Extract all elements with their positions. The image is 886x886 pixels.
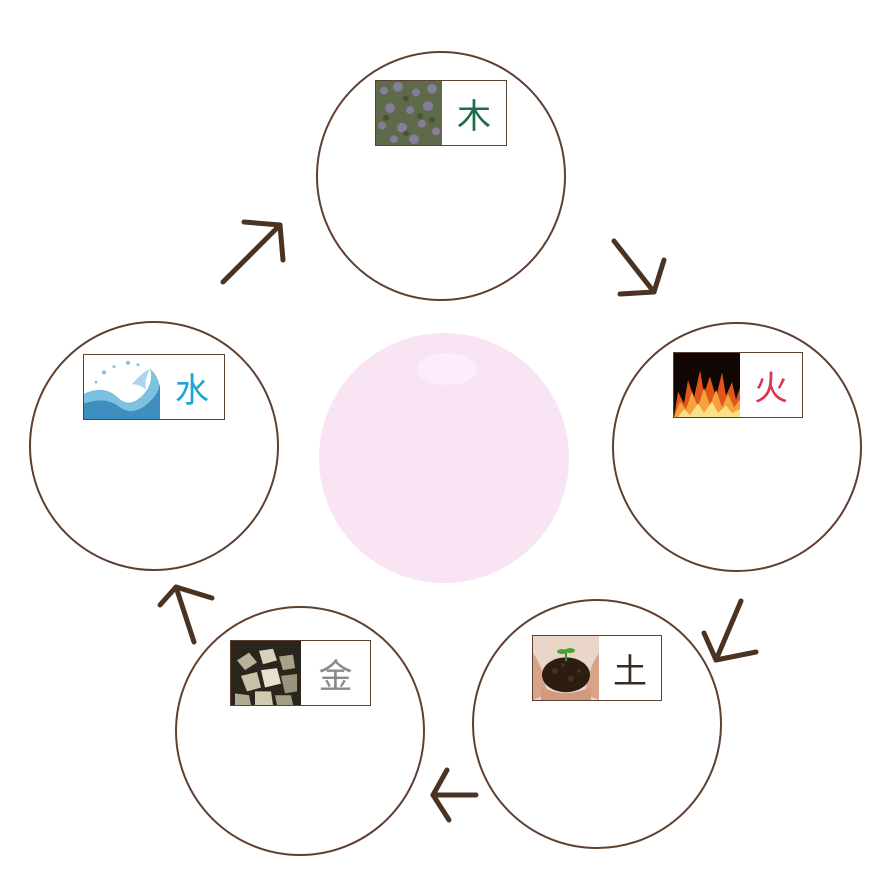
element-glyph-wood: 木: [457, 96, 491, 137]
element-label-earth: 土: [532, 635, 662, 701]
center-sphere-highlight: [417, 353, 477, 385]
arrow-earth-to-metal: [430, 767, 479, 823]
arrow-metal-to-water: [157, 584, 215, 645]
metal-ore-photo-icon: [231, 641, 301, 705]
element-glyph-water: 水: [175, 370, 209, 411]
element-glyph-earth: 土: [613, 651, 647, 692]
element-glyph-metal: 金: [318, 656, 353, 697]
water-splash-photo-icon: [84, 355, 160, 419]
center-sphere: [319, 333, 569, 583]
arrow-water-to-wood: [220, 219, 286, 285]
arrow-fire-to-earth: [701, 598, 759, 663]
element-label-wood: 木: [375, 80, 507, 146]
flames-photo-icon: [674, 353, 740, 417]
arrow-wood-to-fire: [611, 238, 667, 297]
element-label-water: 水: [83, 354, 225, 420]
heather-field-photo-icon: [376, 81, 442, 145]
element-glyph-fire: 火: [754, 368, 788, 409]
element-label-fire: 火: [673, 352, 803, 418]
element-label-metal: 金: [230, 640, 371, 706]
soil-in-hands-photo-icon: [533, 636, 599, 700]
